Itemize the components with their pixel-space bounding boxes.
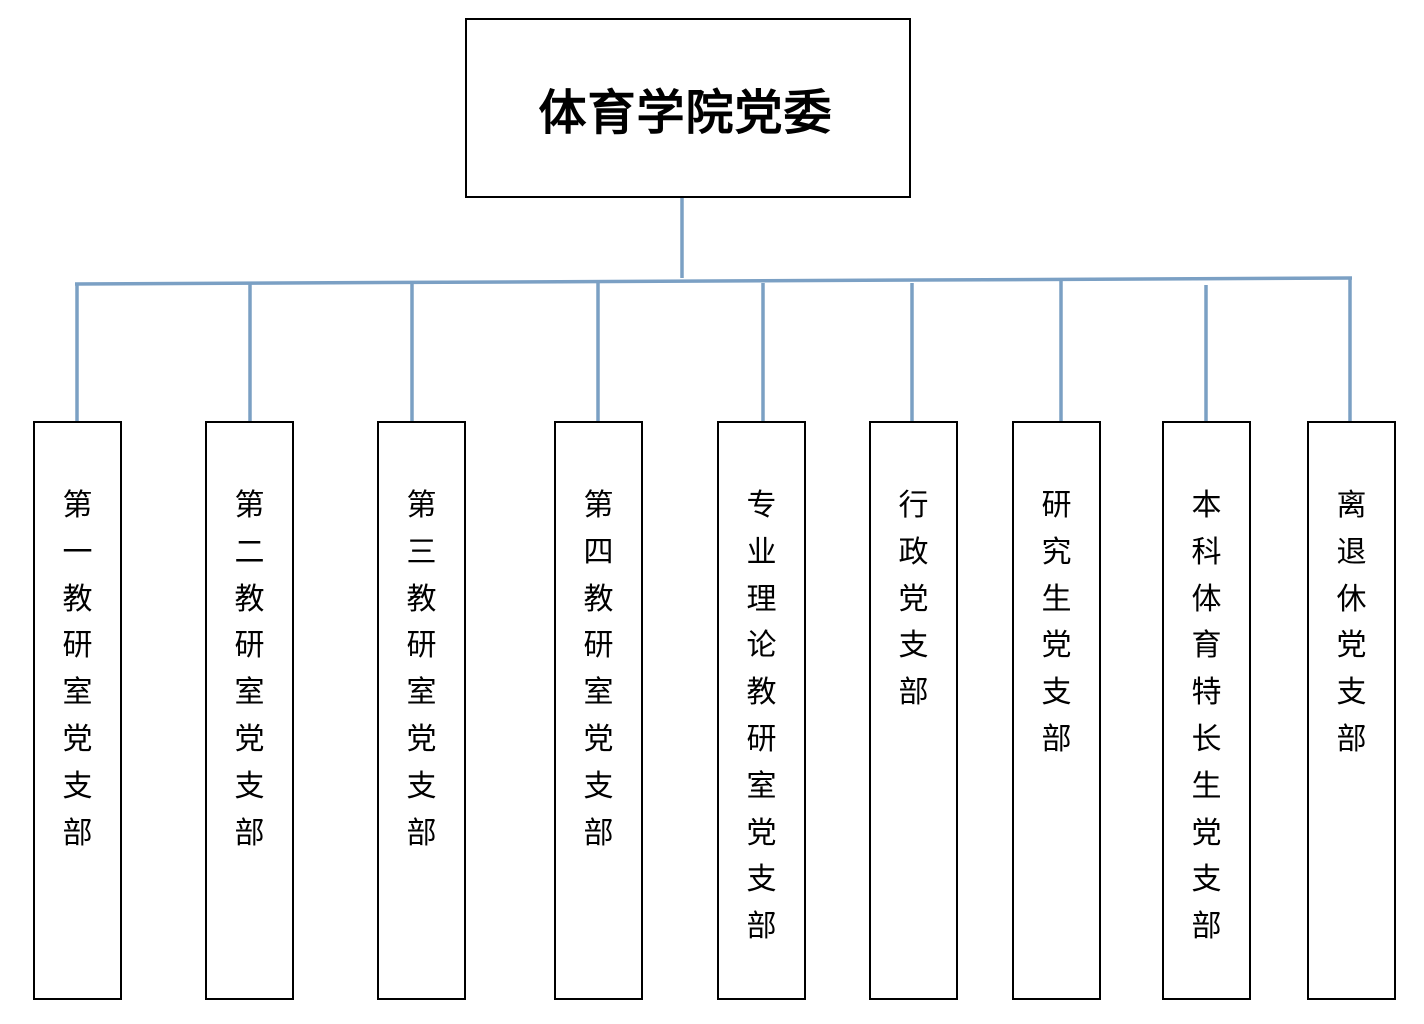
branch-node-3: 第三教研室党支部	[377, 421, 466, 1000]
branch-node-5: 专业理论教研室党支部	[717, 421, 806, 1000]
horizontal-bus-line	[74, 276, 1353, 286]
branch-node-1: 第一教研室党支部	[33, 421, 122, 1000]
root-node-title: 体育学院党委	[538, 85, 833, 141]
branch-node-6: 行政党支部	[869, 421, 958, 1000]
branch-label-5: 专业理论教研室党支部	[746, 488, 777, 945]
branch-label-6: 行政党支部	[898, 488, 929, 711]
branch-label-7: 研究生党支部	[1041, 488, 1072, 757]
branch-node-2: 第二教研室党支部	[205, 421, 294, 1000]
branch-label-3: 第三教研室党支部	[406, 488, 437, 851]
branch-node-9: 离退休党支部	[1307, 421, 1396, 1000]
branch-node-7: 研究生党支部	[1012, 421, 1101, 1000]
branch-node-4: 第四教研室党支部	[554, 421, 643, 1000]
branch-label-2: 第二教研室党支部	[234, 488, 265, 851]
branch-node-8: 本科体育特长生党支部	[1162, 421, 1251, 1000]
root-node-box: 体育学院党委	[465, 18, 911, 198]
branch-label-9: 离退休党支部	[1336, 488, 1367, 757]
branch-label-8: 本科体育特长生党支部	[1191, 488, 1222, 945]
branch-label-4: 第四教研室党支部	[583, 488, 614, 851]
branch-label-1: 第一教研室党支部	[62, 488, 93, 851]
